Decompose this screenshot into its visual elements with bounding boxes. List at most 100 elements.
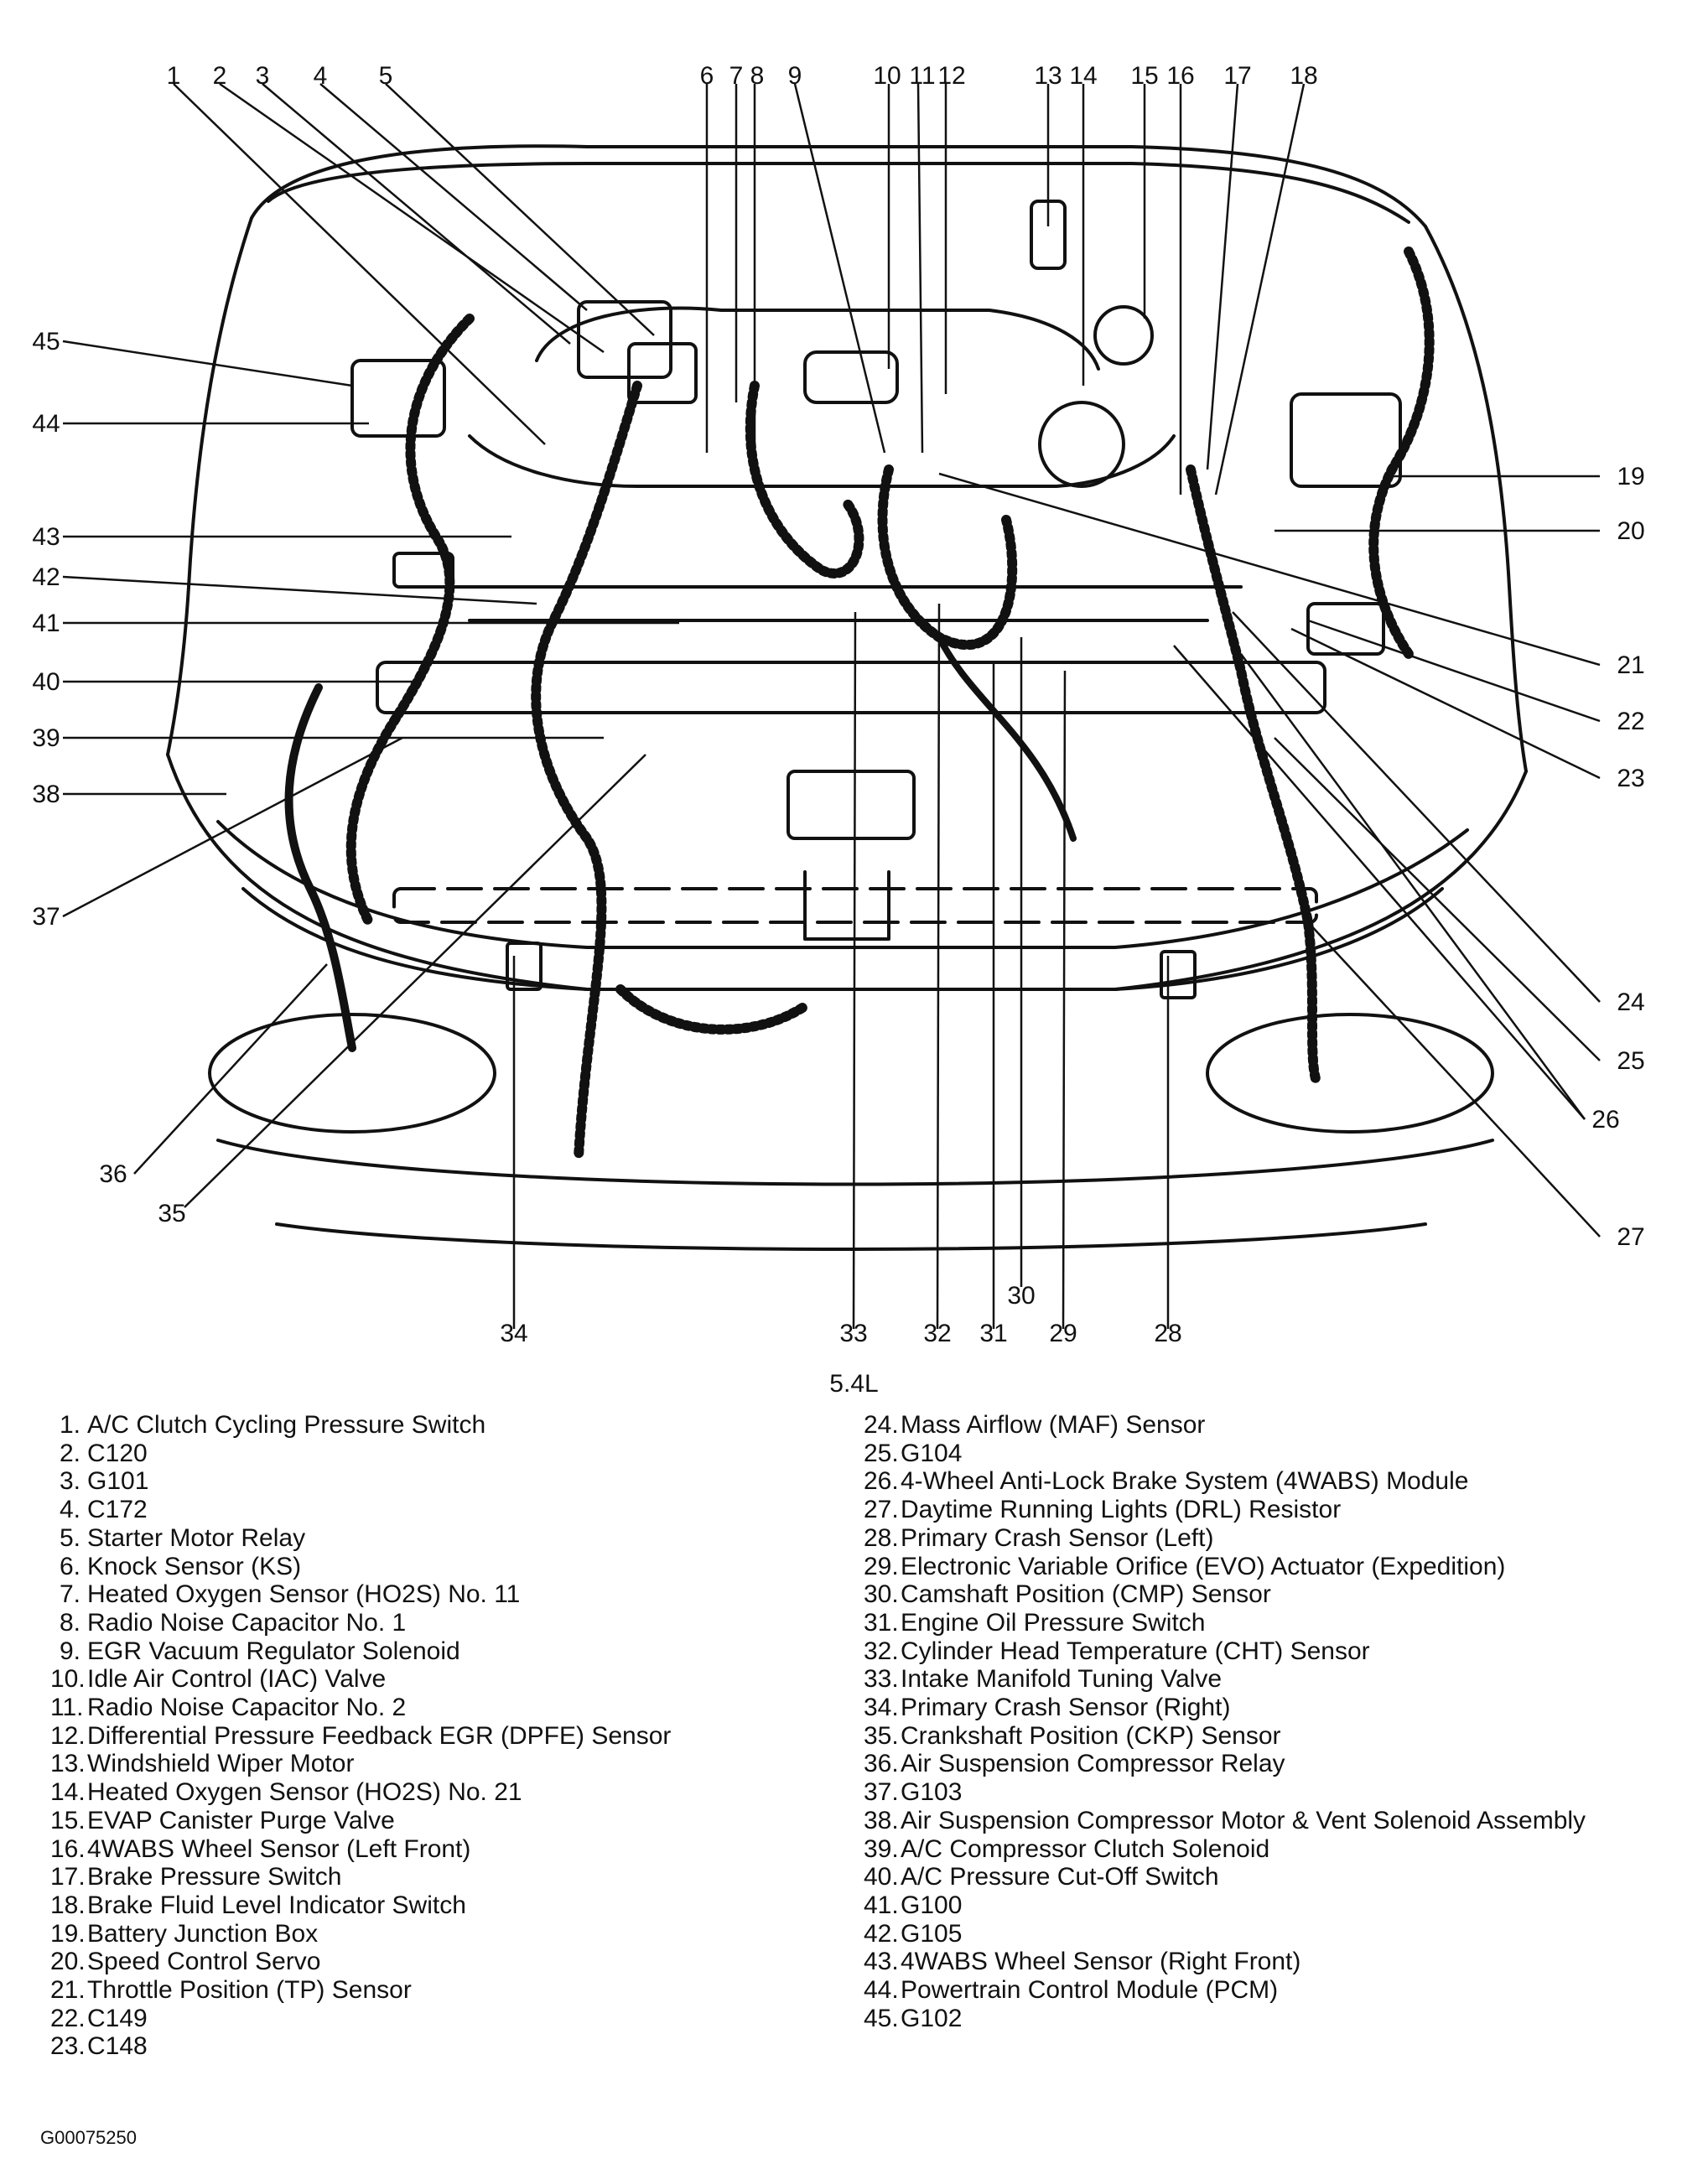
callout-40: 40 (32, 668, 60, 696)
legend-item-number: 13. (50, 1750, 86, 1778)
legend-item-label: Engine Oil Pressure Switch (901, 1608, 1206, 1637)
legend-item-number: 11. (50, 1694, 84, 1722)
legend-item-number: 6. (59, 1552, 80, 1580)
callout-leader-lines (62, 82, 1601, 1330)
legend-item: 34.Primary Crash Sensor (Right) (864, 1694, 1586, 1722)
legend-item-label: Battery Junction Box (87, 1919, 319, 1948)
callout-35: 35 (158, 1200, 185, 1227)
legend-item-number: 10. (50, 1665, 86, 1694)
figure-id: G00075250 (40, 2127, 137, 2148)
callout-7: 7 (729, 62, 744, 90)
callout-4: 4 (314, 62, 328, 90)
legend-item-number: 30. (864, 1580, 899, 1609)
legend-item-number: 25. (864, 1439, 899, 1467)
legend-item: 26.4-Wheel Anti-Lock Brake System (4WABS… (864, 1467, 1586, 1496)
legend-item-label: Idle Air Control (IAC) Valve (87, 1665, 387, 1694)
legend-item: 1.A/C Clutch Cycling Pressure Switch (50, 1411, 671, 1440)
callout-15: 15 (1130, 62, 1158, 90)
legend-item-number: 24. (864, 1411, 899, 1439)
legend-item: 6.Knock Sensor (KS) (50, 1553, 671, 1581)
legend-item-label: G103 (901, 1778, 963, 1807)
legend-item-label: Electronic Variable Orifice (EVO) Actuat… (901, 1552, 1506, 1580)
legend-item: 4.C172 (50, 1496, 671, 1524)
callout-25: 25 (1617, 1047, 1644, 1075)
legend-item-number: 41. (864, 1891, 899, 1919)
legend-item-label: 4WABS Wheel Sensor (Right Front) (901, 1948, 1301, 1976)
legend-item: 43.4WABS Wheel Sensor (Right Front) (864, 1948, 1586, 1976)
legend-item: 33.Intake Manifold Tuning Valve (864, 1665, 1586, 1694)
legend-item-number: 12. (50, 1721, 86, 1750)
legend-item-number: 23. (50, 2032, 86, 2061)
legend-item: 9.EGR Vacuum Regulator Solenoid (50, 1637, 671, 1666)
legend-item-number: 14. (50, 1778, 86, 1807)
legend-item-label: G100 (901, 1891, 963, 1919)
legend-item: 16.4WABS Wheel Sensor (Left Front) (50, 1835, 671, 1864)
legend-item: 3.G101 (50, 1467, 671, 1496)
legend-item-label: Starter Motor Relay (87, 1523, 306, 1552)
legend-item: 39.A/C Compressor Clutch Solenoid (864, 1835, 1586, 1864)
callout-34: 34 (500, 1320, 527, 1347)
legend-item: 14.Heated Oxygen Sensor (HO2S) No. 21 (50, 1778, 671, 1807)
legend-item: 19.Battery Junction Box (50, 1920, 671, 1948)
legend-item-number: 35. (864, 1721, 899, 1750)
callout-2: 2 (213, 62, 227, 90)
legend-item-number: 26. (864, 1467, 899, 1496)
callout-17: 17 (1223, 62, 1251, 90)
legend-item: 27.Daytime Running Lights (DRL) Resistor (864, 1496, 1586, 1524)
legend-item-label: Radio Noise Capacitor No. 1 (87, 1608, 407, 1637)
legend-item: 17.Brake Pressure Switch (50, 1863, 671, 1891)
legend-item: 25.G104 (864, 1440, 1586, 1468)
legend-item: 45.G102 (864, 2005, 1586, 2033)
callout-43: 43 (32, 523, 60, 551)
legend-item: 21.Throttle Position (TP) Sensor (50, 1976, 671, 2005)
legend-item: 15.EVAP Canister Purge Valve (50, 1807, 671, 1835)
legend-item-label: Heated Oxygen Sensor (HO2S) No. 11 (87, 1580, 521, 1609)
legend-item-label: Windshield Wiper Motor (87, 1750, 355, 1778)
callout-6: 6 (700, 62, 714, 90)
legend-item-number: 33. (864, 1665, 899, 1694)
callout-18: 18 (1290, 62, 1317, 90)
legend-item-number: 37. (864, 1778, 899, 1807)
legend-item: 42.G105 (864, 1920, 1586, 1948)
legend-item: 12.Differential Pressure Feedback EGR (D… (50, 1722, 671, 1751)
legend-item-number: 42. (864, 1919, 899, 1948)
legend-item-number: 18. (50, 1891, 86, 1919)
callout-10: 10 (873, 62, 901, 90)
legend-item-number: 34. (864, 1694, 899, 1722)
legend-item-number: 43. (864, 1948, 899, 1976)
callout-13: 13 (1034, 62, 1062, 90)
legend-item-number: 22. (50, 2004, 86, 2032)
legend-item-label: EGR Vacuum Regulator Solenoid (87, 1637, 460, 1665)
callout-21: 21 (1617, 651, 1644, 679)
legend-item-number: 44. (864, 1976, 899, 2005)
legend-item: 36.Air Suspension Compressor Relay (864, 1750, 1586, 1778)
legend-item-number: 36. (864, 1750, 899, 1778)
legend-item-label: C172 (87, 1496, 148, 1524)
legend-item-label: Daytime Running Lights (DRL) Resistor (901, 1496, 1342, 1524)
legend-item-number: 15. (50, 1806, 86, 1834)
legend-item-number: 39. (864, 1834, 899, 1863)
legend-item-label: A/C Compressor Clutch Solenoid (901, 1834, 1270, 1863)
legend-item-label: A/C Clutch Cycling Pressure Switch (87, 1411, 486, 1439)
callout-14: 14 (1069, 62, 1097, 90)
callout-28: 28 (1154, 1320, 1181, 1347)
legend-item-label: EVAP Canister Purge Valve (87, 1806, 395, 1834)
callout-9: 9 (788, 62, 802, 90)
legend-item: 8.Radio Noise Capacitor No. 1 (50, 1609, 671, 1637)
legend-item-number: 27. (864, 1496, 899, 1524)
callout-16: 16 (1166, 62, 1194, 90)
legend-item: 28.Primary Crash Sensor (Left) (864, 1524, 1586, 1553)
legend-item-label: Throttle Position (TP) Sensor (87, 1976, 412, 2005)
legend-item: 10.Idle Air Control (IAC) Valve (50, 1665, 671, 1694)
legend-item: 7.Heated Oxygen Sensor (HO2S) No. 11 (50, 1580, 671, 1609)
legend-item-label: 4-Wheel Anti-Lock Brake System (4WABS) M… (901, 1467, 1469, 1496)
callout-20: 20 (1617, 517, 1644, 545)
legend-item-label: G102 (901, 2004, 963, 2032)
legend-item-number: 38. (864, 1806, 899, 1834)
legend-item: 20.Speed Control Servo (50, 1948, 671, 1976)
legend-item: 5.Starter Motor Relay (50, 1524, 671, 1553)
legend-item: 35.Crankshaft Position (CKP) Sensor (864, 1722, 1586, 1751)
legend-item: 24.Mass Airflow (MAF) Sensor (864, 1411, 1586, 1440)
